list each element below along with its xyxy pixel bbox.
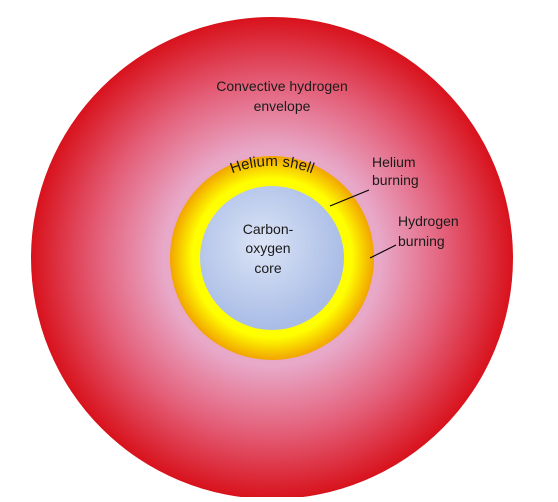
hydrogen-burning-label-line1: Hydrogen [398, 213, 459, 229]
carbon-oxygen-core [200, 186, 344, 330]
hydrogen-burning-label-line2: burning [398, 233, 445, 249]
envelope-label-line1: Convective hydrogen [216, 78, 348, 94]
core-label-line3: core [254, 260, 281, 276]
core-label-line2: oxygen [245, 240, 290, 256]
envelope-label-line2: envelope [254, 98, 311, 114]
core-label-line1: Carbon- [243, 221, 294, 237]
helium-burning-leader-line [329, 189, 370, 207]
hydrogen-burning-leader-line [369, 244, 397, 259]
helium-burning-label-line2: burning [372, 172, 419, 188]
helium-burning-label-line1: Helium [372, 154, 416, 170]
